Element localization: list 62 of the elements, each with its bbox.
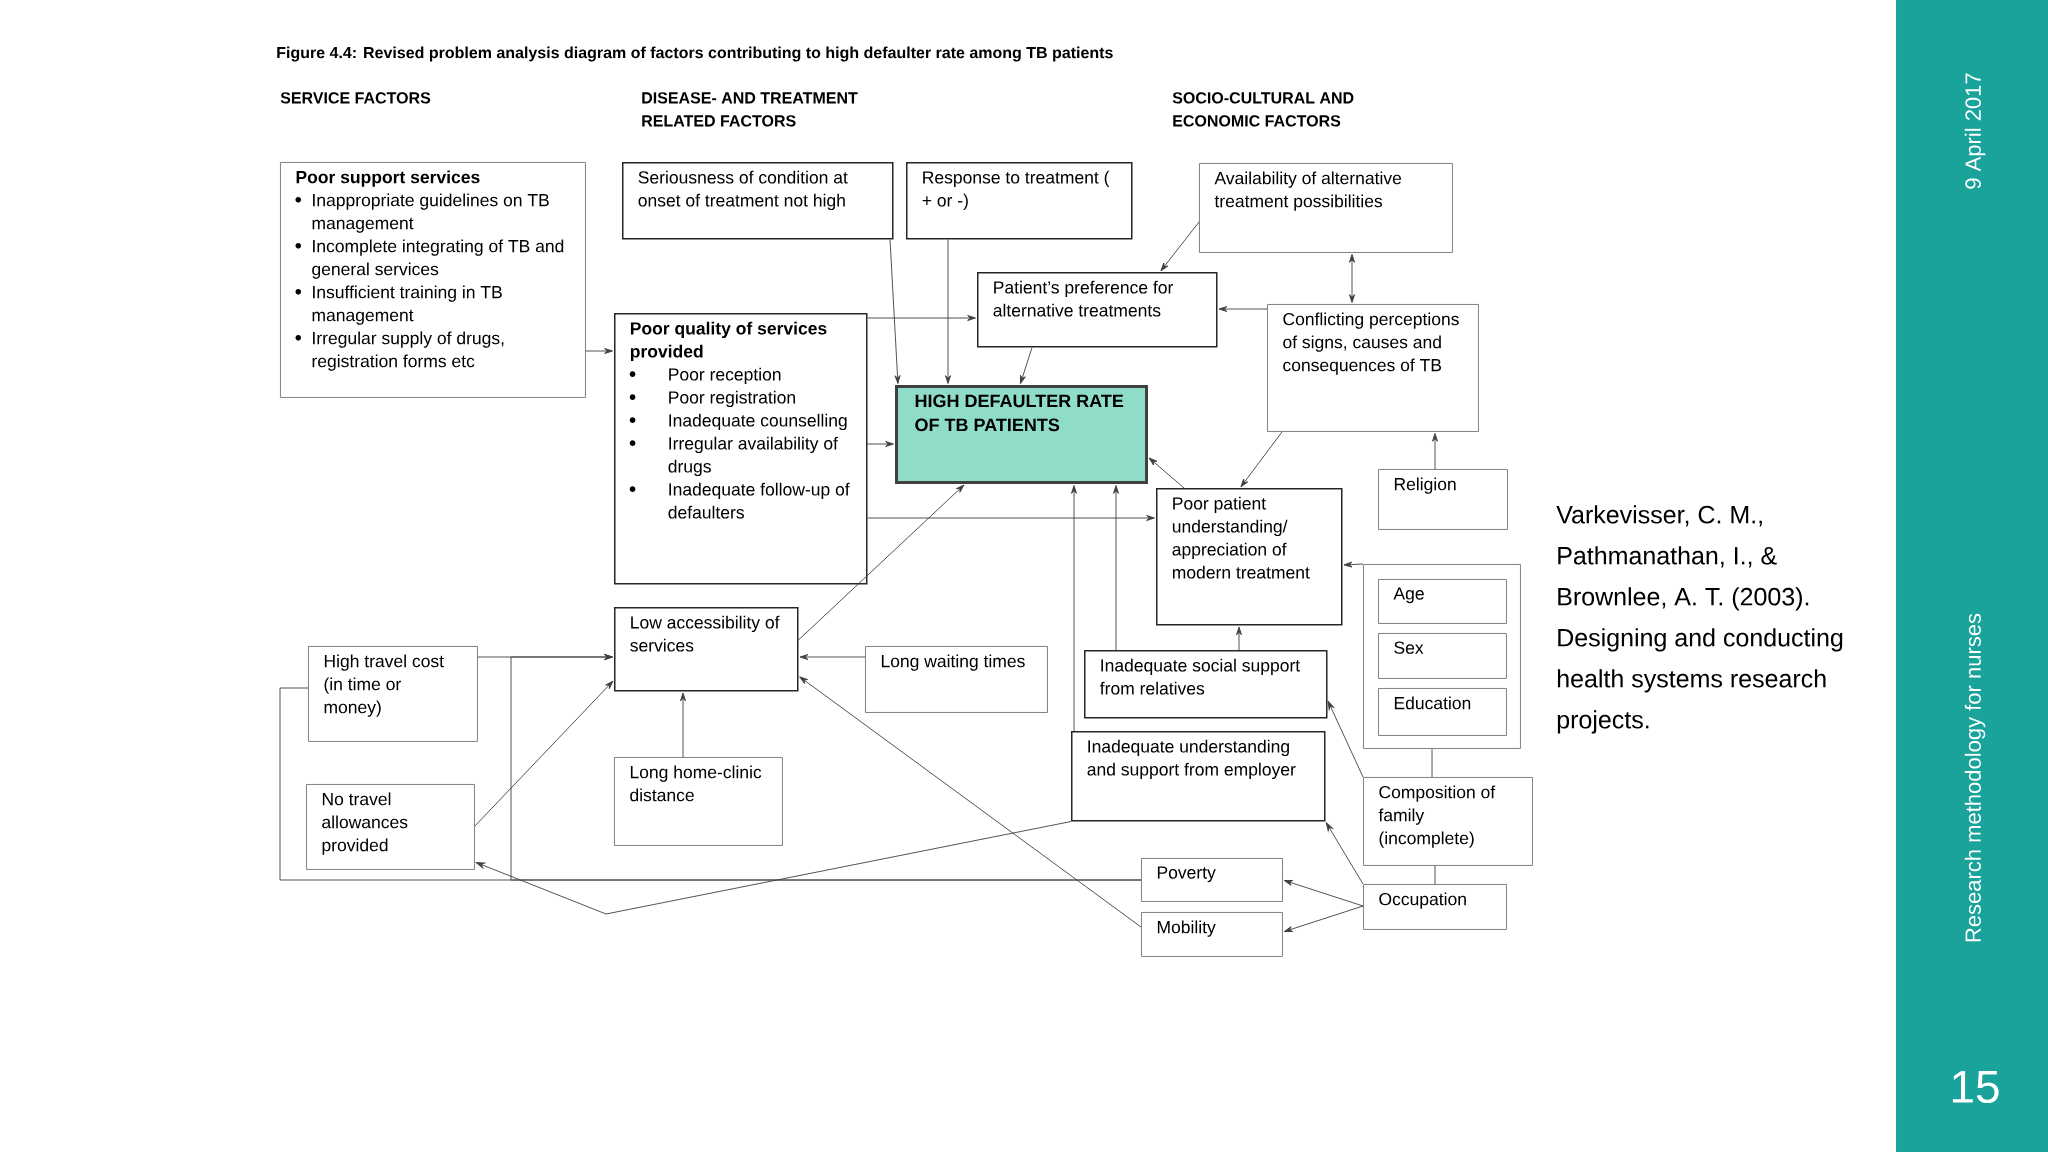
factor-box: Availability of alternative treatment possibilities	[1199, 163, 1453, 253]
problem-box: HIGH DEFAULTER RATE OF TB PATIENTS	[895, 385, 1148, 484]
factor-box: Poor support services Inappropriate guidelines on TB management Incomplete integrating of TB and general services Insufficient training in TB management Irregular supply of drugs, registration forms etc	[280, 162, 586, 398]
citation-text: Varkevisser, C. M., Pathmanathan, I., & Brownlee, A. T. (2003). Designing and conducting health systems research projects.	[1556, 505, 1843, 734]
connector-line	[1431, 748, 1433, 778]
factor-box: No travel allowances provided	[306, 784, 475, 870]
factor-box: Mobility	[1141, 912, 1283, 957]
factor-box: Sex	[1378, 633, 1507, 679]
arrow	[799, 676, 1142, 928]
arrow	[1160, 221, 1200, 272]
factor-box: High travel cost (in time or money)	[308, 646, 478, 742]
arrow	[867, 441, 894, 447]
arrow	[1148, 457, 1185, 489]
arrow	[1071, 485, 1077, 732]
factor-box: Poor quality of services provided Poor reception Poor registration Inadequate counselling Irregular availability of drugs Inadequate follow-up of defaulters	[614, 313, 868, 585]
factor-box: Low accessibility of services	[614, 607, 799, 692]
arrow	[474, 680, 614, 827]
factor-box: Poverty	[1141, 858, 1283, 902]
arrow	[945, 239, 951, 384]
arrow	[1343, 561, 1364, 568]
factor-box: Religion	[1378, 469, 1508, 530]
column-heading: SOCIO-CULTURAL AND ECONOMIC FACTORS	[1172, 92, 1354, 127]
factor-box: Response to treatment ( + or -)	[906, 162, 1133, 240]
arrow	[1236, 626, 1242, 651]
factor-box: Seriousness of condition at onset of treatment not high	[622, 162, 894, 240]
arrow	[1349, 253, 1355, 303]
factor-box: Long home-clinic distance	[614, 757, 783, 846]
arrow	[1240, 431, 1283, 488]
arrow	[1020, 347, 1033, 385]
arrow	[799, 654, 866, 660]
connector-line	[1434, 865, 1436, 885]
page-number: 15	[1952, 1070, 1999, 1104]
arrow	[475, 821, 1072, 915]
arrow	[1432, 432, 1438, 470]
figure-title: Figure 4.4: Revised problem analysis diagram of factors contributing to high defaulter rate among TB patients	[277, 46, 1113, 62]
factor-box: Age	[1378, 579, 1507, 624]
arrow	[585, 348, 613, 354]
arrow	[1283, 880, 1364, 907]
arrow	[680, 692, 686, 758]
factor-box: Occupation	[1363, 884, 1507, 930]
arrow	[798, 484, 965, 641]
factor-box: Inadequate understanding and support from employer	[1071, 731, 1326, 822]
factor-box: Composition of family (incomplete)	[1363, 777, 1533, 866]
arrow	[1283, 905, 1364, 932]
arrow	[1113, 485, 1119, 651]
factor-box: Inadequate social support from relatives	[1084, 650, 1328, 719]
arrow	[1325, 822, 1364, 885]
factor-box: Education	[1378, 688, 1507, 736]
factor-box: Poor patient understanding/ appreciation of modern treatment	[1156, 488, 1343, 626]
factor-box: Long waiting times	[865, 646, 1048, 713]
column-heading: DISEASE- AND TREATMENT RELATED FACTORS	[642, 92, 858, 127]
arrow	[1218, 306, 1268, 312]
arrow	[867, 315, 976, 321]
arrow	[889, 239, 901, 384]
factor-box: Conflicting perceptions of signs, causes and consequences of TB	[1267, 304, 1479, 432]
arrow	[1327, 700, 1364, 778]
date-text: 9 April 2017	[1964, 73, 1986, 189]
column-heading: SERVICE FACTORS	[280, 92, 431, 104]
footer-title: Research methodology for nurses	[1964, 613, 1986, 942]
connector-line	[279, 687, 1142, 881]
factor-box: Patient’s preference for alternative treatments	[977, 272, 1218, 348]
arrow	[867, 515, 1155, 521]
